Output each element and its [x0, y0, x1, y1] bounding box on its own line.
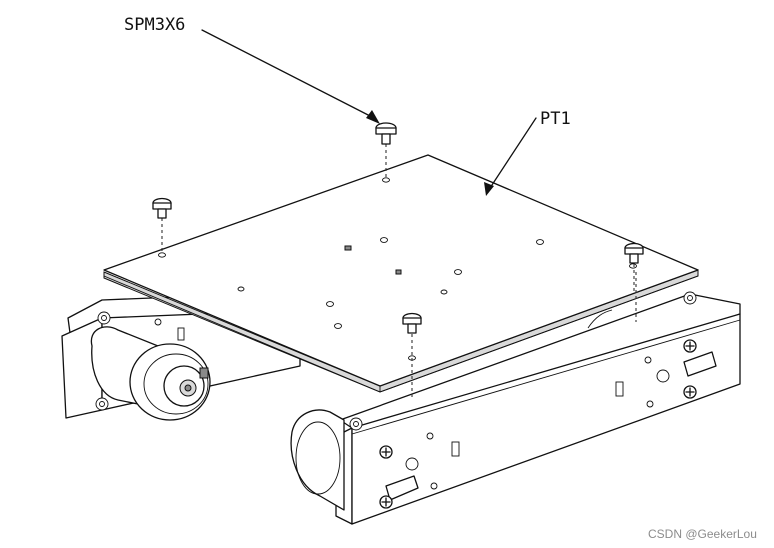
screw-callout-label: SPM3X6 — [124, 15, 185, 35]
plate-callout: PT1 — [484, 109, 571, 196]
top-plate-pt1 — [103, 154, 699, 393]
screw-right — [624, 242, 644, 292]
right-motor — [290, 409, 345, 511]
left-motor — [90, 326, 211, 421]
screw-top — [375, 122, 397, 178]
screw-left — [152, 197, 172, 253]
plate-callout-label: PT1 — [540, 109, 571, 129]
watermark: CSDN @GeekerLou — [648, 527, 757, 541]
right-side-rail — [335, 272, 741, 525]
screw-front — [402, 312, 422, 400]
screw-callout: SPM3X6 — [124, 15, 380, 124]
